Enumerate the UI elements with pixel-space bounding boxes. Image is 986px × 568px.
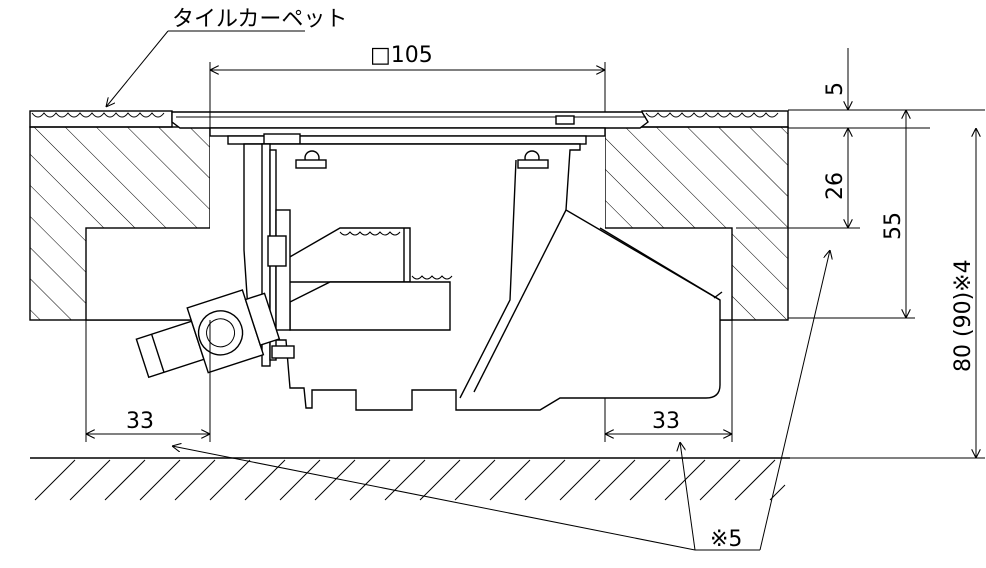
note-5-label: ※5 <box>710 527 742 552</box>
dim-55-label: 55 <box>881 212 906 240</box>
carpet-label: タイルカーペット <box>172 7 347 32</box>
leader-lines <box>106 30 830 551</box>
ground-slab <box>30 457 790 501</box>
dimension-lines <box>86 48 976 458</box>
dim-80-label: 80 (90)※4 <box>951 259 976 372</box>
dim-5-label: 5 <box>823 82 848 96</box>
width-dimension-label: □105 <box>370 43 433 68</box>
dim-26-label: 26 <box>823 172 848 200</box>
drain-grate <box>171 111 649 145</box>
trap-fins <box>287 227 453 331</box>
extension-lines <box>85 62 985 459</box>
drain-body <box>243 143 723 411</box>
dim-33-right-label: 33 <box>652 409 680 434</box>
dim-33-left-label: 33 <box>126 409 154 434</box>
